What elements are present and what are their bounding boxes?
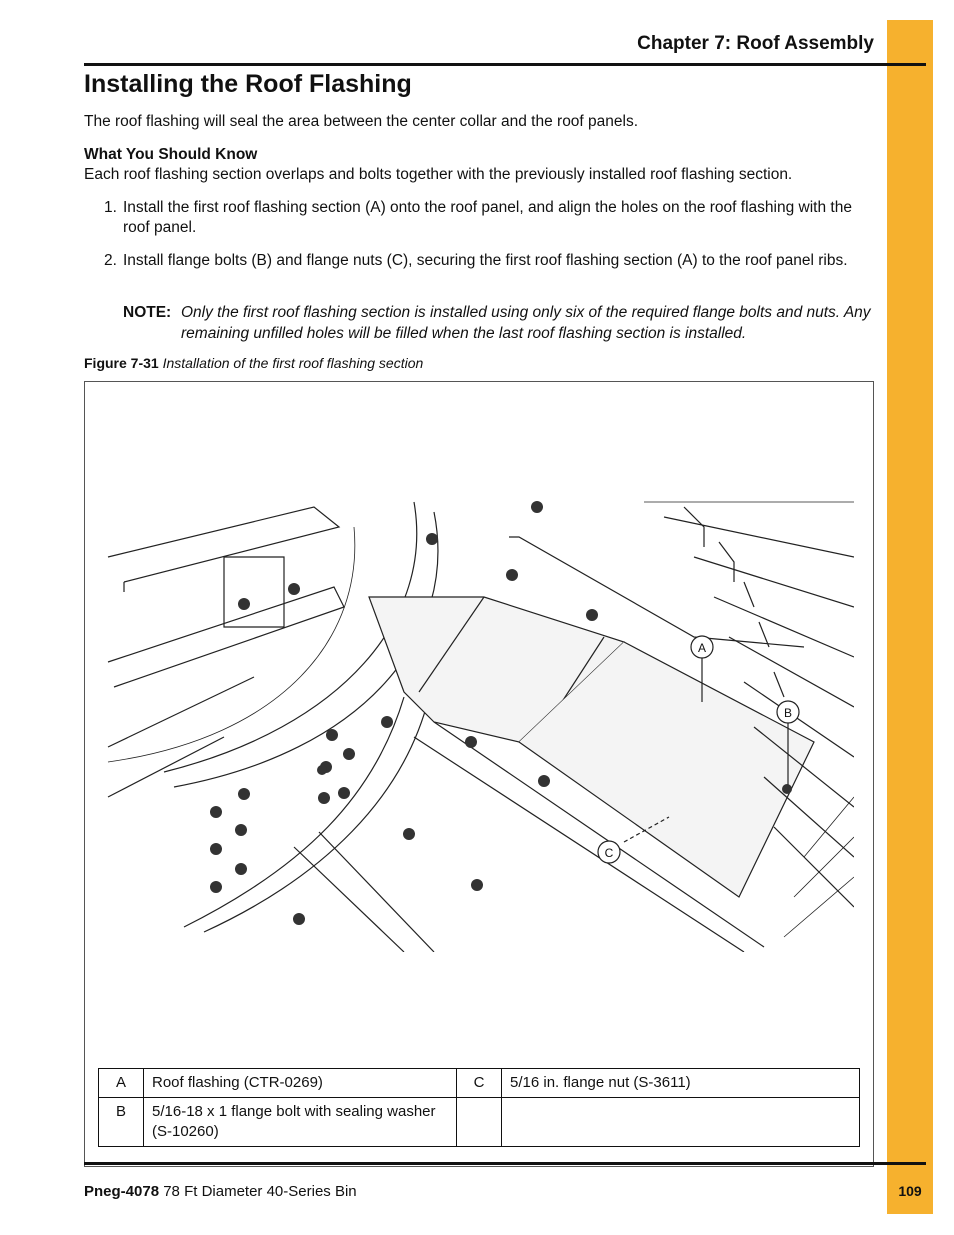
legend-key: B (98, 1097, 144, 1147)
section-title: Installing the Roof Flashing (84, 70, 412, 98)
chapter-side-tab (887, 20, 933, 1214)
roof-flashing-illustration: A B C (107, 501, 854, 952)
callout-c-label: C (605, 846, 614, 860)
header-rule (84, 63, 926, 66)
step-number: 1. (104, 199, 117, 216)
legend-key: C (456, 1068, 502, 1098)
page-number: 109 (898, 1183, 922, 1199)
doc-title: 78 Ft Diameter 40-Series Bin (163, 1183, 357, 1200)
callout-a (690, 635, 714, 659)
callout-c (597, 840, 621, 864)
figure-title: Installation of the first roof flashing … (162, 355, 424, 371)
figure-number: Figure 7-31 (84, 355, 159, 371)
step-text: Install the first roof flashing section … (123, 199, 852, 236)
callout-b-label: B (784, 706, 792, 720)
legend-desc: Roof flashing (CTR-0269) (143, 1068, 457, 1098)
what-you-should-know-text: Each roof flashing section overlaps and … (84, 166, 793, 183)
note-text: Only the first roof flashing section is … (181, 304, 871, 342)
table-row: B 5/16-18 x 1 flange bolt with sealing w… (98, 1097, 860, 1147)
note-label: NOTE: (123, 304, 172, 321)
step-1: 1. Install the first roof flashing secti… (104, 198, 874, 238)
parts-legend-table: A Roof flashing (CTR-0269) C 5/16 in. fl… (98, 1068, 860, 1147)
callout-a-label: A (698, 641, 706, 655)
legend-desc: 5/16 in. flange nut (S-3611) (501, 1068, 860, 1098)
callout-b (776, 700, 800, 724)
footer: Pneg-4078 78 Ft Diameter 40-Series Bin (84, 1183, 357, 1200)
legend-desc: 5/16-18 x 1 flange bolt with sealing was… (143, 1097, 457, 1147)
footer-rule (84, 1162, 926, 1165)
figure-frame (84, 381, 874, 1167)
what-you-should-know-heading: What You Should Know (84, 146, 258, 163)
chapter-title: Chapter 7: Roof Assembly (637, 33, 874, 54)
step-2: 2. Install flange bolts (B) and flange n… (104, 251, 874, 291)
legend-empty-cell (501, 1097, 860, 1147)
step-number: 2. (104, 252, 117, 269)
figure-caption: Figure 7-31 Installation of the first ro… (84, 355, 423, 371)
step-text: Install flange bolts (B) and flange nuts… (123, 252, 848, 269)
legend-empty-cell (456, 1097, 502, 1147)
intro-paragraph: The roof flashing will seal the area bet… (84, 113, 639, 130)
table-row: A Roof flashing (CTR-0269) C 5/16 in. fl… (98, 1068, 860, 1098)
doc-number: Pneg-4078 (84, 1183, 160, 1200)
legend-key: A (98, 1068, 144, 1098)
